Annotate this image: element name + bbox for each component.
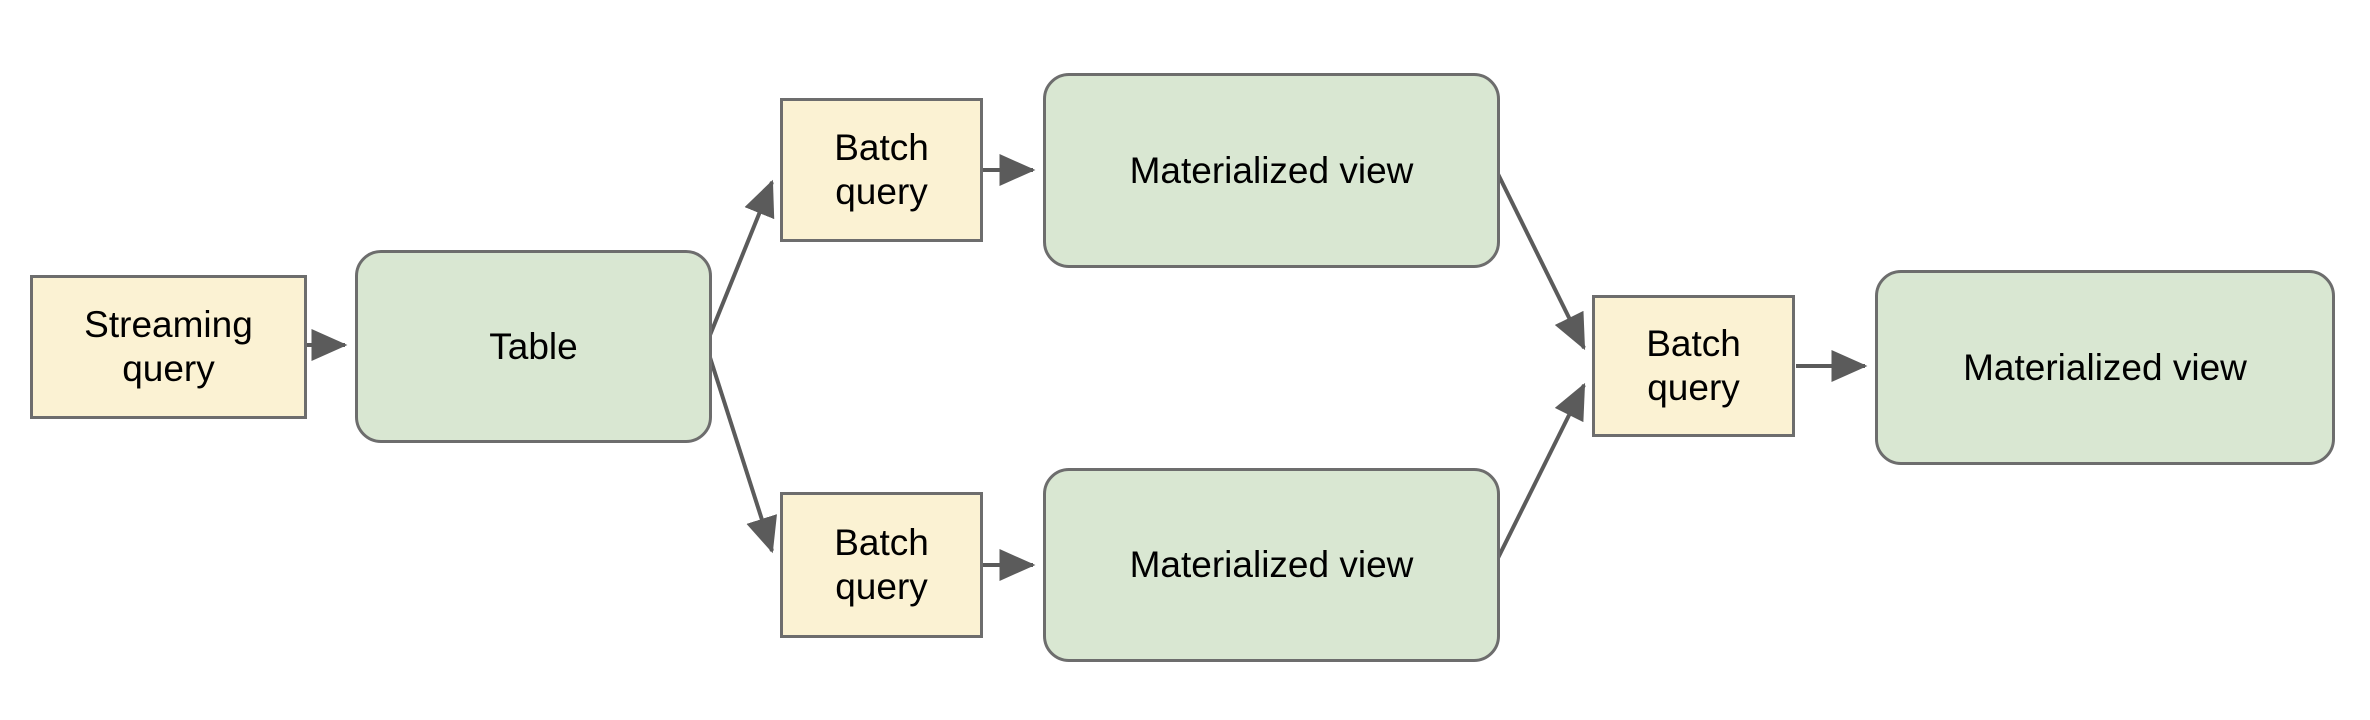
node-streaming-query[interactable]: Streaming query (30, 275, 307, 419)
edge-table-to-batch-query-bottom (704, 344, 777, 554)
edge-materialized-view-bottom-to-batch-query-join (1495, 382, 1586, 561)
node-label-materialized-view-final: Materialized view (1963, 346, 2247, 388)
node-label-materialized-view-bottom: Materialized view (1129, 544, 1414, 586)
node-label-batch-query-bottom: Batch query (834, 522, 929, 607)
node-materialized-view-bottom[interactable]: Materialized view (1043, 468, 1500, 662)
node-label-streaming-query: Streaming query (84, 304, 253, 389)
node-label-batch-query-join: Batch query (1646, 323, 1741, 408)
node-label-materialized-view-top: Materialized view (1129, 149, 1414, 191)
edge-materialized-view-top-to-batch-query-join (1495, 171, 1586, 351)
node-batch-query-bottom[interactable]: Batch query (780, 492, 983, 638)
node-batch-query-join[interactable]: Batch query (1592, 295, 1795, 437)
node-table[interactable]: Table (355, 250, 712, 443)
node-materialized-view-top[interactable]: Materialized view (1043, 73, 1500, 268)
node-label-table: Table (489, 325, 578, 367)
node-batch-query-top[interactable]: Batch query (780, 98, 983, 242)
node-materialized-view-final[interactable]: Materialized view (1875, 270, 2335, 465)
node-label-batch-query-top: Batch query (834, 127, 929, 212)
edge-table-to-batch-query-top (704, 179, 775, 346)
